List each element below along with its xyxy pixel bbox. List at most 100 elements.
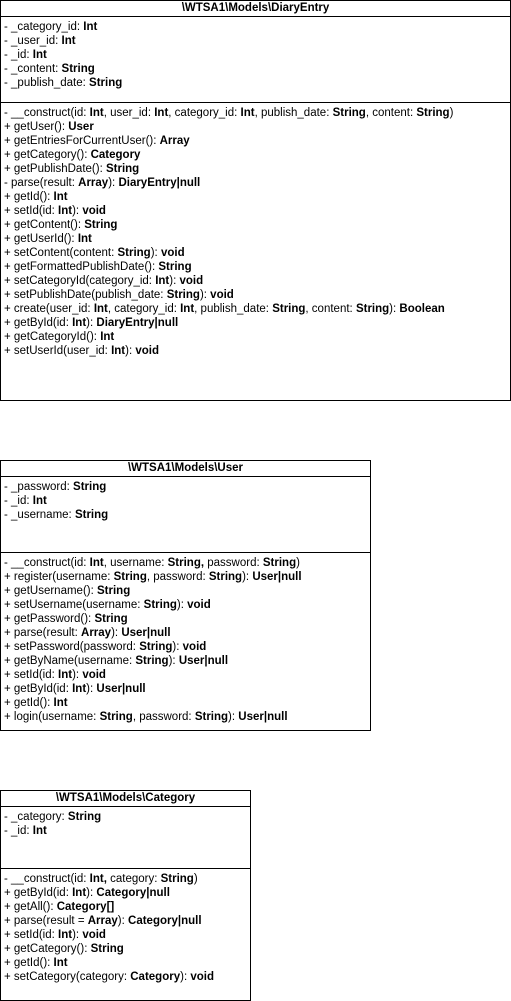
member-text: + setCategory(category:	[4, 971, 131, 983]
type-text: Int,	[89, 873, 107, 885]
type-text: String	[89, 77, 123, 89]
member-text: + parse(result:	[4, 627, 82, 639]
member-text: + getUserId():	[4, 233, 78, 245]
method-row: - parse(result: Array): DiaryEntry|null	[4, 176, 506, 190]
attribute-row: - _category: String	[4, 810, 246, 824]
type-text: Int	[240, 107, 255, 119]
type-text: String	[139, 641, 173, 653]
type-text: Int	[111, 345, 126, 357]
type-text: Int	[58, 669, 73, 681]
member-text: + register(username:	[4, 571, 114, 583]
member-text: + getId():	[4, 957, 54, 969]
member-text: ):	[72, 669, 83, 681]
member-text: + login(username:	[4, 711, 100, 723]
type-text: String	[117, 247, 151, 259]
method-row: + getAll(): Category[]	[4, 900, 246, 914]
type-text: Array	[159, 135, 190, 147]
methods-section: - __construct(id: Int, username: String,…	[1, 553, 370, 727]
type-text: Int	[83, 21, 98, 33]
type-text: String	[332, 107, 366, 119]
class-box-diaryentry[interactable]: \WTSA1\Models\DiaryEntry - _category_id:…	[0, 0, 511, 401]
method-row: + getEntriesForCurrentUser(): Array	[4, 134, 506, 148]
member-text: + getById(id:	[4, 683, 73, 695]
member-text: + setId(id:	[4, 929, 59, 941]
member-text: + setCategoryId(category_id:	[4, 275, 156, 287]
member-text: )	[193, 873, 198, 885]
attribute-row: - _category_id: Int	[4, 20, 506, 34]
member-text: + getCategory():	[4, 943, 91, 955]
member-text: - _id:	[4, 495, 33, 507]
class-box-category[interactable]: \WTSA1\Models\Category - _category: Stri…	[0, 790, 251, 1001]
attribute-row: - _user_id: Int	[4, 34, 506, 48]
member-text: - _category:	[4, 811, 68, 823]
type-text: Int	[72, 683, 87, 695]
method-row: + getById(id: Int): DiaryEntry|null	[4, 316, 506, 330]
method-row: + create(user_id: Int, category_id: Int,…	[4, 302, 506, 316]
member-text: , username:	[103, 557, 168, 569]
method-row: + setPassword(password: String): void	[4, 640, 366, 654]
type-text: Int	[53, 697, 68, 709]
type-text: Category	[130, 971, 181, 983]
member-text: )	[296, 557, 300, 569]
type-text: String	[166, 289, 200, 301]
type-text: void	[82, 669, 106, 681]
type-text: String	[74, 509, 109, 521]
member-text: + getContent():	[4, 219, 85, 231]
method-row: + setCategory(category: Category): void	[4, 970, 246, 984]
attributes-section: - _category: String- _id: Int	[1, 807, 250, 869]
type-text: String	[67, 811, 102, 823]
member-text: ):	[389, 303, 400, 315]
type-text: Array	[87, 915, 118, 927]
member-text: ):	[111, 627, 122, 639]
type-text: Int	[89, 107, 104, 119]
method-row: + getById(id: Int): User|null	[4, 682, 366, 696]
method-row: + getId(): Int	[4, 696, 366, 710]
method-row: + login(username: String, password: Stri…	[4, 710, 366, 724]
member-text: ):	[72, 929, 83, 941]
type-text: String	[90, 943, 124, 955]
method-row: + getUsername(): String	[4, 584, 366, 598]
member-text: + getById(id:	[4, 887, 73, 899]
type-text: void	[82, 929, 106, 941]
member-text: + setId(id:	[4, 205, 59, 217]
method-row: + getId(): Int	[4, 956, 246, 970]
method-row: + setUsername(username: String): void	[4, 598, 366, 612]
member-text: ):	[108, 177, 119, 189]
member-text: ):	[150, 247, 161, 259]
type-text: void	[182, 641, 207, 653]
member-text: , publish_date:	[254, 107, 333, 119]
type-text: User|null	[121, 627, 171, 639]
method-row: - __construct(id: Int, category: String)	[4, 872, 246, 886]
type-text: Int	[72, 317, 87, 329]
member-text: , password:	[132, 711, 195, 723]
member-text: + setUsername(username:	[4, 599, 144, 611]
member-text: , user_id:	[103, 107, 155, 119]
method-row: + getUserId(): Int	[4, 232, 506, 246]
attribute-row: - _username: String	[4, 508, 366, 522]
method-row: + setUserId(user_id: Int): void	[4, 344, 506, 358]
type-text: User	[68, 121, 94, 133]
type-text: void	[187, 599, 211, 611]
method-row: + getPublishDate(): String	[4, 162, 506, 176]
member-text: - _content:	[4, 63, 62, 75]
attribute-row: - _id: Int	[4, 824, 246, 838]
member-text: - _id:	[4, 49, 33, 61]
type-text: String	[355, 303, 390, 315]
type-text: String	[416, 107, 450, 119]
method-row: + getUser(): User	[4, 120, 506, 134]
type-text: String	[143, 599, 177, 611]
member-text: ):	[180, 971, 191, 983]
member-text: - parse(result:	[4, 177, 79, 189]
type-text: Category[]	[56, 901, 115, 913]
member-text: ):	[228, 711, 239, 723]
member-text: - _publish_date:	[4, 77, 90, 89]
type-text: Category	[90, 149, 141, 161]
method-row: + register(username: String, password: S…	[4, 570, 366, 584]
class-box-user[interactable]: \WTSA1\Models\User - _password: String- …	[0, 460, 371, 731]
type-text: String	[94, 613, 128, 625]
type-text: String	[160, 873, 194, 885]
member-text: ):	[117, 915, 129, 927]
type-text: String	[208, 571, 243, 583]
method-row: + getContent(): String	[4, 218, 506, 232]
member-text: - __construct(id:	[4, 107, 90, 119]
